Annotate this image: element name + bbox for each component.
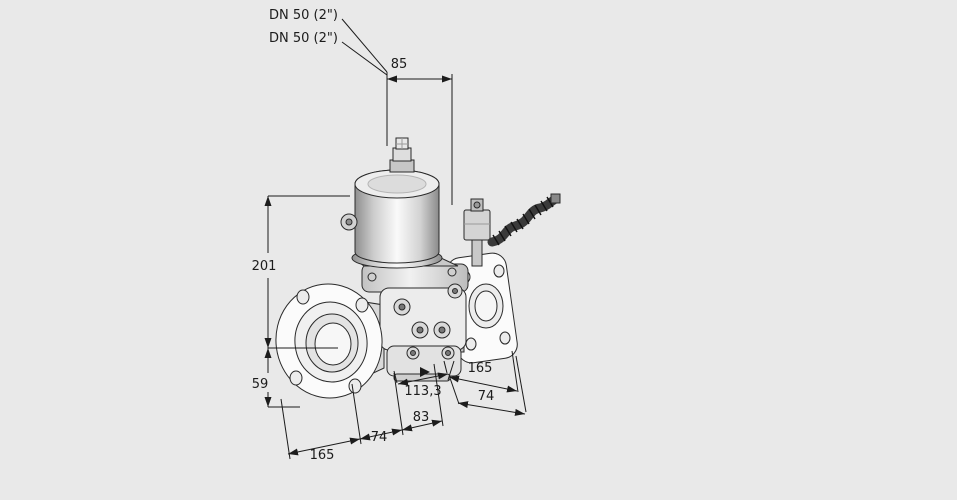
valve-stem: [389, 137, 415, 173]
actuator-dome: [340, 169, 459, 269]
dimension-59: 59: [252, 348, 300, 408]
dim-label-74-right: 74: [478, 389, 495, 404]
dn-label-top: DN 50 (2"): [269, 8, 338, 23]
dimension-165-right: 165: [447, 350, 519, 393]
dome-side-port: [340, 213, 358, 231]
dim-label-165-left: 165: [310, 448, 335, 463]
dim-label-113-3: 113,3: [404, 384, 441, 399]
dimension-74-right: 74: [449, 355, 527, 416]
dim-label-83: 83: [413, 410, 430, 425]
coiled-cable: [487, 193, 561, 247]
dimension-85: 85: [386, 57, 453, 205]
dimension-bottom-chain: 165 74 83: [280, 363, 444, 463]
dn-label-bottom: DN 50 (2"): [269, 31, 338, 46]
dim-label-201: 201: [252, 259, 277, 274]
solenoid-connector: [463, 193, 561, 267]
dimension-113-3: 113,3: [393, 360, 449, 399]
dim-label-74-left: 74: [371, 430, 388, 445]
dim-label-165-right: 165: [468, 361, 493, 376]
dn-leader-lines: [341, 18, 388, 76]
dimension-201: 201: [252, 195, 350, 349]
left-flange: [275, 283, 383, 399]
body-screws: [367, 267, 463, 377]
dim-label-85: 85: [391, 57, 408, 72]
left-flange-bolt-holes: [289, 289, 369, 394]
dim-label-59: 59: [252, 377, 269, 392]
